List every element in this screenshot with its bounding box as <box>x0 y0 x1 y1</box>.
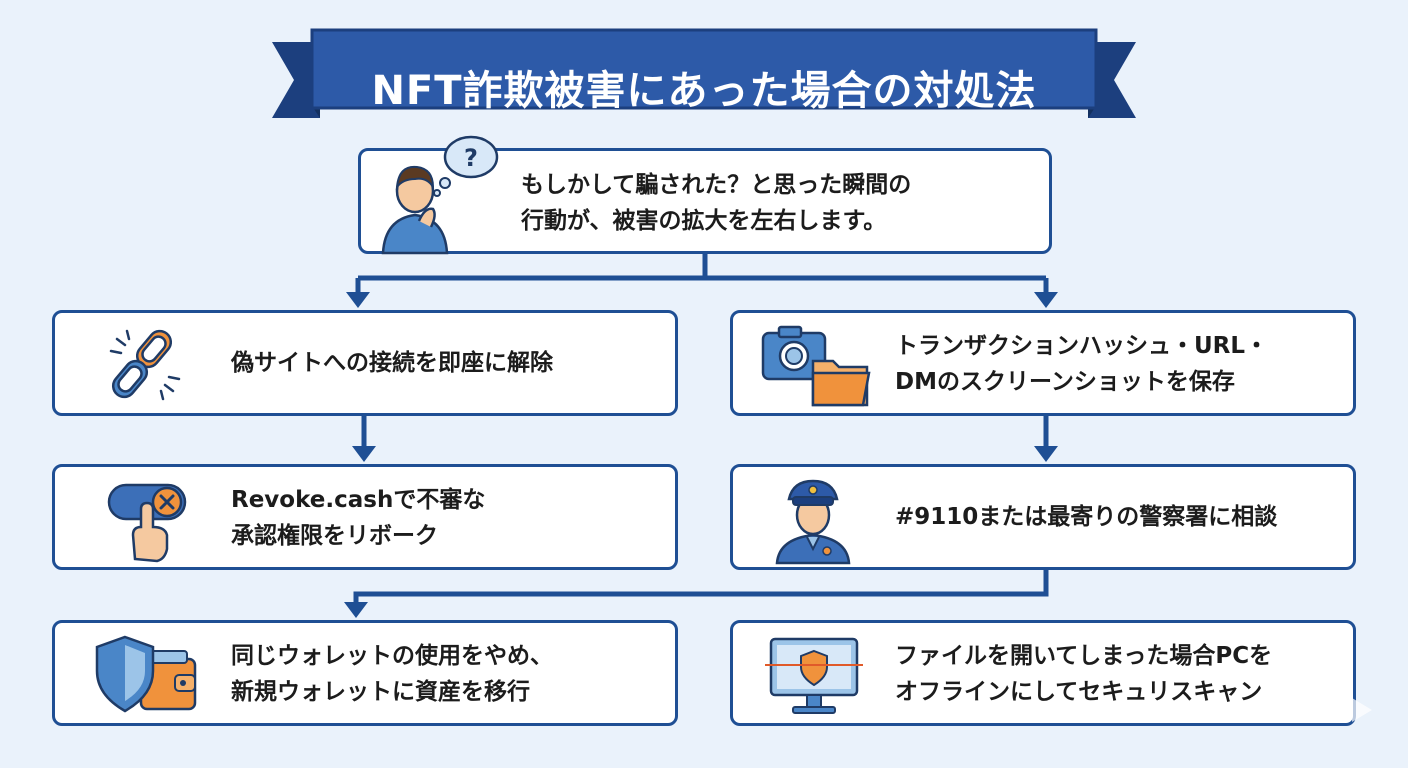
step-line: トランザクションハッシュ・URL・ <box>895 333 1269 359</box>
step-line: Revoke.cashで不審な <box>231 487 486 513</box>
step-consult-police: #9110または最寄りの警察署に相談 <box>730 464 1356 570</box>
intro-text: もしかして騙された？と思った瞬間の 行動が、被害の拡大を左右します。 <box>521 167 911 239</box>
ribbon-shape <box>272 28 1136 118</box>
step-offline-scan: ファイルを開いてしまった場合PCを オフラインにしてセキュリスキャン <box>730 620 1356 726</box>
step-line: オフラインにしてセキュリスキャン <box>895 679 1263 705</box>
step-text: トランザクションハッシュ・URL・ DMのスクリーンショットを保存 <box>895 328 1268 400</box>
toggle-cancel-hand-icon <box>105 479 195 567</box>
step-line: 偽サイトへの接続を即座に解除 <box>231 350 553 376</box>
step-text: ファイルを開いてしまった場合PCを オフラインにしてセキュリスキャン <box>895 638 1272 710</box>
broken-chain-icon <box>103 325 187 409</box>
step-revoke-approvals: Revoke.cashで不審な 承認権限をリボーク <box>52 464 678 570</box>
camera-folder-icon <box>757 323 877 413</box>
step-line: #9110または最寄りの警察署に相談 <box>895 504 1278 530</box>
page-title: NFT詐欺被害にあった場合の対処法 <box>371 68 1037 114</box>
police-officer-icon <box>773 475 853 569</box>
step-text: #9110または最寄りの警察署に相談 <box>895 499 1277 535</box>
step-text: 同じウォレットの使用をやめ、 新規ウォレットに資産を移行 <box>231 638 553 710</box>
svg-text:?: ? <box>464 144 478 172</box>
intro-line-1: もしかして騙された？と思った瞬間の <box>521 172 912 198</box>
next-hint-icon <box>1340 690 1380 730</box>
step-text: Revoke.cashで不審な 承認権限をリボーク <box>231 482 485 554</box>
step-save-evidence: トランザクションハッシュ・URL・ DMのスクリーンショットを保存 <box>730 310 1356 416</box>
shield-wallet-icon <box>91 633 201 721</box>
monitor-shield-scan-icon <box>761 635 871 723</box>
intro-box: ? もしかして騙された？と思った瞬間の 行動が、被害の拡大を左右します。 <box>358 135 1052 255</box>
step-line: 同じウォレットの使用をやめ、 <box>231 643 553 669</box>
step-text: 偽サイトへの接続を即座に解除 <box>231 345 553 381</box>
step-new-wallet: 同じウォレットの使用をやめ、 新規ウォレットに資産を移行 <box>52 620 678 726</box>
step-line: DMのスクリーンショットを保存 <box>895 369 1235 395</box>
title-banner: NFT詐欺被害にあった場合の対処法 <box>272 20 1136 130</box>
step-line: 承認権限をリボーク <box>231 523 438 549</box>
intro-line-2: 行動が、被害の拡大を左右します。 <box>521 208 887 234</box>
step-disconnect-site: 偽サイトへの接続を即座に解除 <box>52 310 678 416</box>
step-line: ファイルを開いてしまった場合PCを <box>895 643 1273 669</box>
step-line: 新規ウォレットに資産を移行 <box>231 679 530 705</box>
thinking-person-icon: ? <box>375 135 505 259</box>
